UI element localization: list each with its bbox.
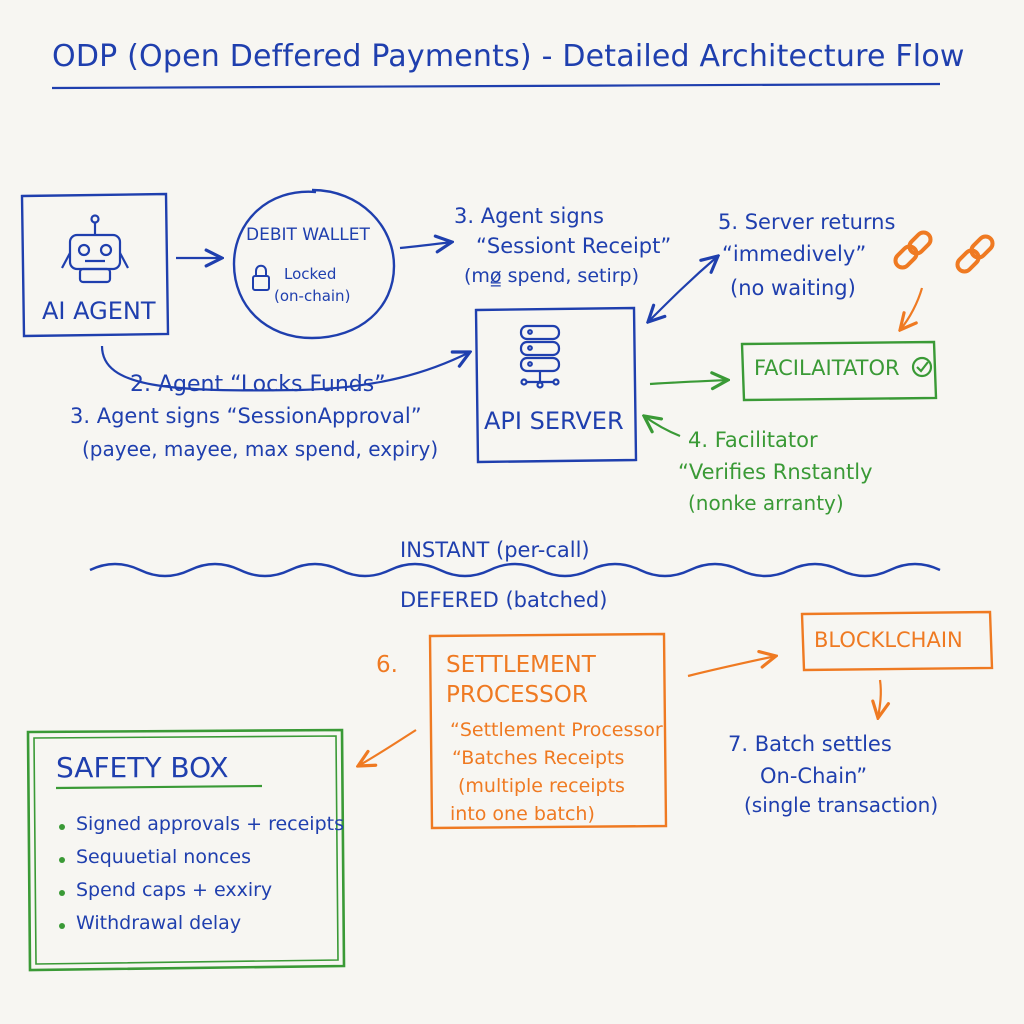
blockchain-box <box>800 610 994 672</box>
arrow-server-step5 <box>648 256 718 322</box>
debit-wallet-onchain: (on-chain) <box>274 287 351 305</box>
page-title: ODP (Open Deffered Payments) - Detailed … <box>52 39 965 74</box>
settlement-line4: into one batch) <box>450 803 595 825</box>
step7-line2: On-Chain” <box>760 764 868 788</box>
settlement-title-2: PROCESSOR <box>446 682 588 708</box>
blockchain-label: BLOCKLCHAIN <box>814 628 963 652</box>
step4-line3: (nonke arranty) <box>688 491 844 515</box>
arrow-agent-to-server <box>100 345 470 392</box>
safety-item: Spend caps + exxiry <box>76 879 273 901</box>
bullet <box>59 824 65 830</box>
step3-receipt-line1: 3. Agent signs <box>454 204 604 228</box>
bullet <box>59 857 65 863</box>
arrow-settlement-to-safety <box>358 729 417 766</box>
step7-line1: 7. Batch settles <box>728 732 892 756</box>
deferred-label: DEFERED (batched) <box>400 588 608 612</box>
chain-link-icon <box>893 230 995 274</box>
step5-line3: (no waiting) <box>730 276 856 300</box>
step7-line3: (single transaction) <box>744 793 939 817</box>
safety-item: Withdrawal delay <box>76 912 242 934</box>
lock-icon <box>252 264 270 291</box>
safety-box-title: SAFETY BOX <box>56 751 229 784</box>
settlement-step-number: 6. <box>376 652 398 678</box>
safety-box-title-underline <box>55 784 263 790</box>
settlement-line1: “Settlement Processor <box>450 719 663 741</box>
arrow-chain-to-facilitator <box>900 287 924 330</box>
debit-wallet-circle <box>232 188 396 340</box>
settlement-processor-box <box>428 632 668 830</box>
safety-box <box>26 728 346 972</box>
safety-item: Signed approvals + receipts <box>76 813 344 835</box>
settlement-line2: “Batches Receipts <box>452 747 625 769</box>
server-icon <box>519 324 561 389</box>
api-server-box <box>474 306 638 464</box>
step3-receipt-line2: “Sessiont Receipt” <box>476 234 672 258</box>
wavy-divider <box>89 562 941 578</box>
settlement-title-1: SETTLEMENT <box>446 652 596 678</box>
safety-item: Sequuetial nonces <box>76 846 252 868</box>
step3-receipt-line3: (mø̳ spend, setirp) <box>464 265 640 287</box>
safety-box-outline-2 <box>33 735 339 965</box>
facilitator-label: FACILAITATOR <box>754 356 900 380</box>
step3-approval-line2: (payee, mayee, max spend, expiry) <box>82 437 439 461</box>
arrow-blockchain-down <box>878 679 881 718</box>
robot-icon <box>61 214 129 284</box>
api-server-label: API SERVER <box>484 407 624 435</box>
step5-line1: 5. Server returns <box>718 210 896 234</box>
settlement-line3: (multiple receipts <box>458 775 625 797</box>
arrow-facilitator-to-server <box>644 416 681 438</box>
instant-label: INSTANT (per-call) <box>400 538 590 562</box>
title-underline <box>51 82 941 90</box>
step2-text: 2. Agent “Locks Funds” <box>130 372 386 397</box>
debit-wallet-locked: Locked <box>284 265 337 283</box>
arrow-wallet-to-receipt <box>399 242 452 248</box>
facilitator-box <box>740 340 938 402</box>
ai-agent-label: AI AGENT <box>42 297 156 325</box>
step4-line1: 4. Facilitator <box>688 428 818 452</box>
bullet <box>59 923 65 929</box>
arrow-settlement-to-blockchain <box>687 656 776 678</box>
ai-agent-box <box>20 192 170 338</box>
bullet <box>59 890 65 896</box>
checkmark-icon <box>911 356 933 378</box>
arrow-server-to-facilitator <box>649 380 728 384</box>
step4-line2: “Verifies Rnstantly <box>678 460 873 484</box>
step5-line2: “immedively” <box>722 242 867 266</box>
step3-approval-line1: 3. Agent signs “SessionApproval” <box>70 404 422 428</box>
debit-wallet-label: DEBIT WALLET <box>246 225 370 245</box>
